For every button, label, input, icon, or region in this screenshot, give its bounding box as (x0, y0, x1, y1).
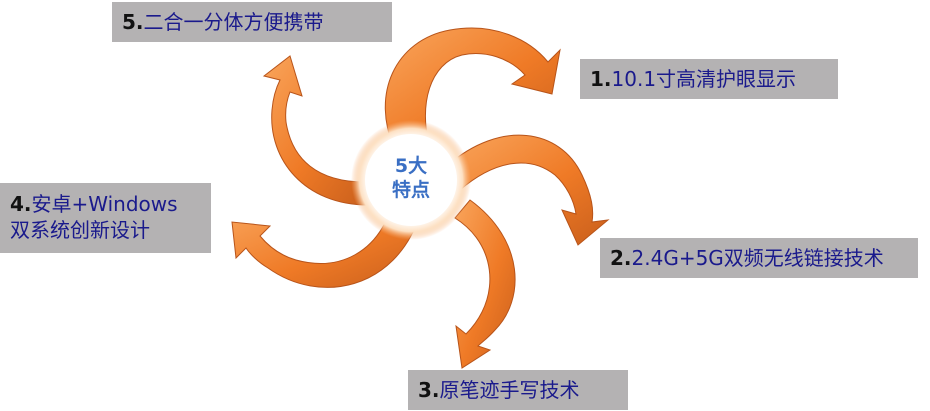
feature-text: 安卓+Windows (31, 192, 178, 216)
arrow-4 (231, 204, 421, 288)
feature-text: 10.1寸高清护眼显示 (611, 67, 797, 91)
arrow-3 (454, 199, 516, 369)
arrow-5 (262, 55, 369, 206)
feature-label-4: 4.安卓+Windows 双系统创新设计 (0, 183, 211, 253)
feature-number: 2. (610, 246, 632, 270)
center-line-2: 特点 (391, 179, 430, 201)
arrow-2 (447, 134, 610, 246)
feature-number: 5. (122, 10, 144, 34)
feature-text: 原笔迹手写技术 (439, 378, 580, 402)
feature-text: 二合一分体方便携带 (143, 10, 324, 34)
feature-number: 4. (10, 192, 32, 216)
center-circle (365, 134, 457, 226)
feature-number: 3. (418, 378, 440, 402)
feature-label-5: 5.二合一分体方便携带 (112, 2, 392, 42)
feature-text: 2.4G+5G双频无线链接技术 (631, 246, 884, 270)
center-label: 5大 特点 (360, 154, 462, 202)
feature-label-2: 2.2.4G+5G双频无线链接技术 (600, 238, 918, 278)
feature-number: 1. (590, 67, 612, 91)
feature-label-1: 1.10.1寸高清护眼显示 (580, 59, 838, 99)
feature-text-line-2: 双系统创新设计 (10, 218, 150, 242)
center-line-1: 5大 (394, 155, 428, 177)
arrow-1 (384, 27, 561, 151)
feature-label-3: 3.原笔迹手写技术 (408, 370, 628, 410)
